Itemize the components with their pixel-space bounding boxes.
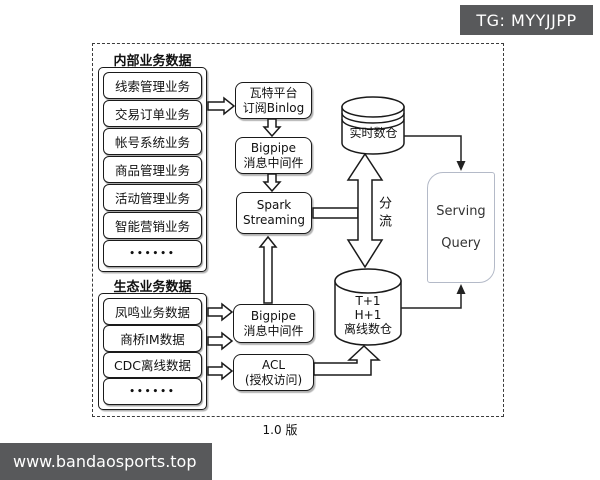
node-label-line: Spark <box>256 198 292 212</box>
offline-warehouse-label: T+1 H+1 离线数仓 <box>335 294 401 336</box>
group-eco-container: 凤鸣业务数据 商桥IM数据 CDC离线数据 •••••• <box>98 293 207 410</box>
node-label-line: Streaming <box>243 213 305 227</box>
offline-label-line: T+1 <box>355 294 381 308</box>
node-spark-streaming: Spark Streaming <box>236 192 312 234</box>
watermark-top-banner: TG: MYYJJPP <box>460 5 593 35</box>
node-bigpipe-offline: Bigpipe 消息中间件 <box>233 304 314 343</box>
list-item: 活动管理业务 <box>103 184 202 211</box>
node-label-line: Bigpipe <box>250 308 297 323</box>
diagram-dashed-frame <box>92 43 504 417</box>
node-label-line: Bigpipe <box>250 140 297 155</box>
offline-label-line: 离线数仓 <box>343 322 392 336</box>
node-bigpipe-realtime: Bigpipe 消息中间件 <box>235 137 312 174</box>
list-item: 线索管理业务 <box>103 72 202 99</box>
node-label-line: 订阅Binlog <box>242 100 305 115</box>
group-internal-title: 内部业务数据 <box>113 54 192 69</box>
list-item: 商桥IM数据 <box>103 324 202 352</box>
node-serving-query: Serving Query <box>427 172 495 283</box>
list-item: 帐号系统业务 <box>103 128 202 155</box>
node-label-line: ACL <box>261 357 286 372</box>
offline-label-line: H+1 <box>354 308 382 322</box>
node-label-line: 瓦特平台 <box>249 85 298 100</box>
split-flow-label: 分流 <box>376 196 391 232</box>
list-item: 交易订单业务 <box>103 100 202 127</box>
node-label-line: 消息中间件 <box>243 323 304 338</box>
version-label: 1.0 版 <box>262 423 298 437</box>
list-item: 智能营销业务 <box>103 212 202 239</box>
group-internal-container: 线索管理业务 交易订单业务 帐号系统业务 商品管理业务 活动管理业务 智能营销业… <box>98 67 207 272</box>
group-eco-title: 生态业务数据 <box>113 280 192 295</box>
list-item-ellipsis: •••••• <box>103 240 202 267</box>
list-item: 凤鸣业务数据 <box>103 298 202 325</box>
node-label-line: Serving <box>436 204 486 219</box>
node-label-line: (授权访问) <box>244 372 303 387</box>
node-acl: ACL (授权访问) <box>233 354 314 391</box>
watermark-bottom-text: www.bandaosports.top <box>13 452 197 471</box>
watermark-top-text: TG: MYYJJPP <box>476 10 577 30</box>
node-watt-platform: 瓦特平台 订阅Binlog <box>235 82 312 119</box>
list-item: CDC离线数据 <box>103 351 202 379</box>
watermark-bottom-banner: www.bandaosports.top <box>0 443 212 480</box>
list-item: 商品管理业务 <box>103 156 202 183</box>
list-item-ellipsis: •••••• <box>103 378 202 405</box>
realtime-warehouse-label: 实时数仓 <box>349 126 398 140</box>
node-label-line: Query <box>441 236 481 251</box>
node-label-line: 消息中间件 <box>243 155 304 170</box>
